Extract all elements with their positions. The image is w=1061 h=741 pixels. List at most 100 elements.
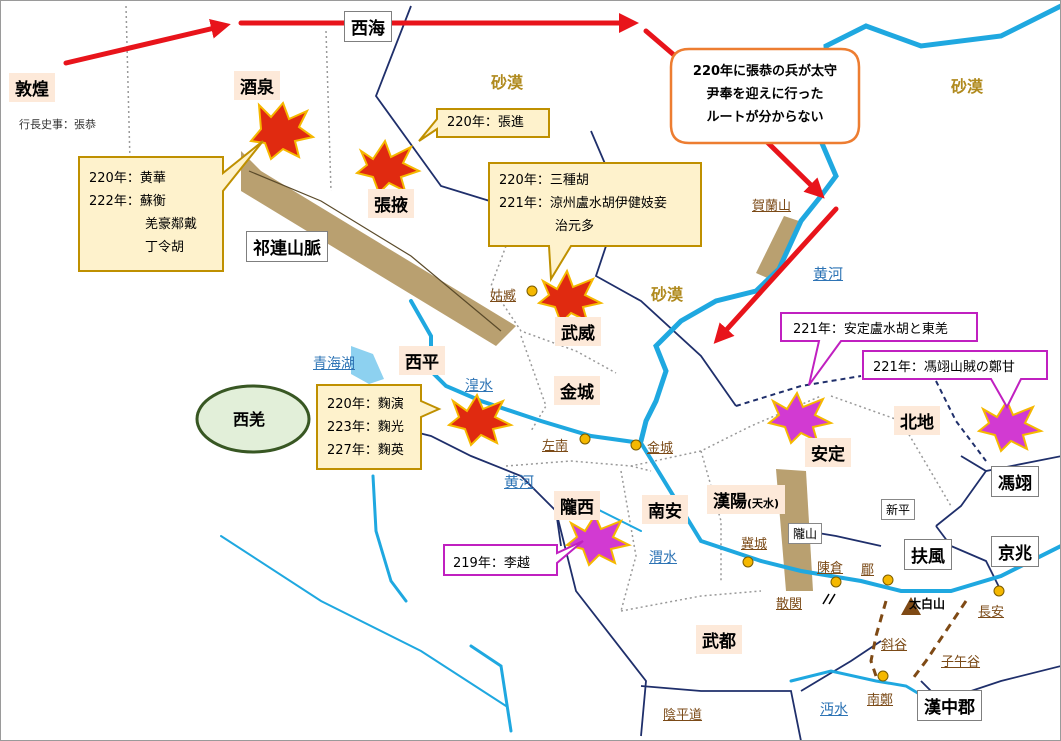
burst-zhangye <box>354 138 422 195</box>
pingyi-pink-callout-shape <box>862 350 1048 410</box>
beidi-label: 北地 <box>894 406 940 435</box>
dunhuang-note: 行長史事：張恭 <box>19 118 96 131</box>
pingyi-pink-callout: 221年：馮翊山賊の鄭甘 <box>873 360 1015 375</box>
town-dots <box>526 285 1005 682</box>
liyue-pink-callout-shape <box>443 540 584 576</box>
burst-pingyi <box>976 398 1044 453</box>
xiping-callout: 220年：麴演 223年：麴光 227年：麴英 <box>327 397 404 458</box>
guzang-dot <box>526 285 538 297</box>
qinghai-lake <box>351 346 384 384</box>
huangshui-label: 湟水 <box>465 378 493 394</box>
changan-label: 長安 <box>978 605 1005 620</box>
burst-wuwei <box>536 268 604 325</box>
zhangye-label: 張掖 <box>368 189 414 218</box>
hanyang-label: 漢陽(天水) <box>707 485 786 514</box>
zhangjin-callout-shape <box>418 108 550 142</box>
burst-xiping <box>446 392 514 447</box>
longxi-label: 隴西 <box>554 491 600 520</box>
mei-dot <box>882 574 894 586</box>
xiqiang-ellipse <box>195 384 311 454</box>
zuonan-dot <box>579 433 591 445</box>
anding-pink-callout-shape <box>780 312 978 386</box>
ziwugu-road <box>909 600 968 682</box>
beidi-dashed-boundary <box>735 375 862 407</box>
hanzhong-label: 漢中郡 <box>917 690 982 721</box>
jiuquan-label: 酒泉 <box>234 71 280 100</box>
helan-label: 賀蘭山 <box>752 199 792 214</box>
route-arrows <box>63 13 839 344</box>
dunhuang-label: 敦煌 <box>9 73 55 102</box>
sanguan-label: 散関 <box>776 597 803 612</box>
route-arrow-5 <box>713 206 839 344</box>
zuonan-label: 左南 <box>542 439 569 454</box>
mianshui-label: 沔水 <box>820 702 848 718</box>
anding-pink-callout: 221年：安定盧水胡と東羌 <box>793 322 948 337</box>
qilian-mountains <box>241 151 516 346</box>
desert-label-1: 砂漠 <box>491 73 524 92</box>
red-bursts <box>249 101 604 447</box>
yellow-river-east <box>638 3 1060 444</box>
nanzheng-label: 南鄭 <box>867 693 894 708</box>
south-river <box>469 644 513 733</box>
chencang-dot <box>830 576 842 588</box>
chencang-label: 陳倉 <box>817 561 844 576</box>
mei-label: 郿 <box>861 563 875 578</box>
ziwugu-label: 子午谷 <box>941 655 981 670</box>
desert-label-3: 砂漠 <box>651 285 684 304</box>
changan-dot <box>993 585 1005 597</box>
taibai-mountain-icon <box>901 597 921 615</box>
longshan-label: 隴山 <box>788 523 823 544</box>
jincheng-dot <box>630 439 642 451</box>
huanghe-east-label: 黄河 <box>813 265 844 283</box>
qinghai-label: 青海湖 <box>313 356 355 372</box>
qilian-ridge <box>248 170 502 332</box>
xiegu-label: 斜谷 <box>881 638 908 653</box>
burst-liyue <box>564 512 632 567</box>
anding-label: 安定 <box>805 438 851 467</box>
yellow-callouts <box>78 108 702 470</box>
zhangjin-callout: 220年：張進 <box>447 115 524 130</box>
fufeng-label: 扶風 <box>904 539 952 570</box>
wudu-label: 武都 <box>696 625 742 654</box>
burst-jiuquan <box>249 101 316 161</box>
dotted-boundaries <box>125 5 952 612</box>
yellow-river-west <box>371 474 408 603</box>
route-arrow-4 <box>758 133 825 199</box>
jiuquan-callout: 220年：黄華 222年：蘇衡 羌豪鄰戴 丁令胡 <box>89 171 198 255</box>
xinping-label: 新平 <box>881 499 916 520</box>
pingyi-dashed-boundary <box>935 380 987 462</box>
guzang-label: 姑臧 <box>490 289 517 304</box>
weishui-label: 渭水 <box>649 550 677 566</box>
route-note: 220年に張恭の兵が太守 尹奉を迎えに行った ルートが分からない <box>692 64 838 125</box>
xiping-callout-shape <box>316 384 442 470</box>
xihai-label: 西海 <box>344 11 392 42</box>
xiqiang-label: 西羌 <box>233 410 266 429</box>
jincheng-town-label: 金城 <box>647 441 674 456</box>
jincheng-label: 金城 <box>554 376 600 405</box>
yinping-label: 陰平道 <box>663 708 703 723</box>
pingyi-label: 馮翊 <box>991 466 1039 497</box>
jicheng-label: 冀城 <box>741 537 768 552</box>
taibai-label: 太白山 <box>909 597 946 611</box>
wuwei-callout-shape <box>488 162 702 283</box>
qilian-label: 祁連山脈 <box>246 231 328 262</box>
burst-anding <box>766 390 834 445</box>
liyue-pink-callout: 219年：李越 <box>453 556 530 571</box>
xiegu-road <box>869 600 888 677</box>
huanghe-west-label: 黄河 <box>504 473 535 491</box>
xiping-label: 西平 <box>399 346 445 375</box>
route-arrow-1 <box>63 19 231 66</box>
wei-river <box>639 441 1060 593</box>
nanzheng-dot <box>877 670 889 682</box>
nanan-label: 南安 <box>642 495 688 524</box>
helan-mountains <box>756 216 799 281</box>
desert-label-2: 砂漠 <box>951 77 984 96</box>
huangshui-river <box>409 299 643 445</box>
rivers <box>220 3 1060 733</box>
southwest-river <box>220 535 507 707</box>
route-note-shape <box>669 47 861 145</box>
wuwei-label: 武威 <box>555 317 601 346</box>
mianshui-river <box>789 669 933 703</box>
